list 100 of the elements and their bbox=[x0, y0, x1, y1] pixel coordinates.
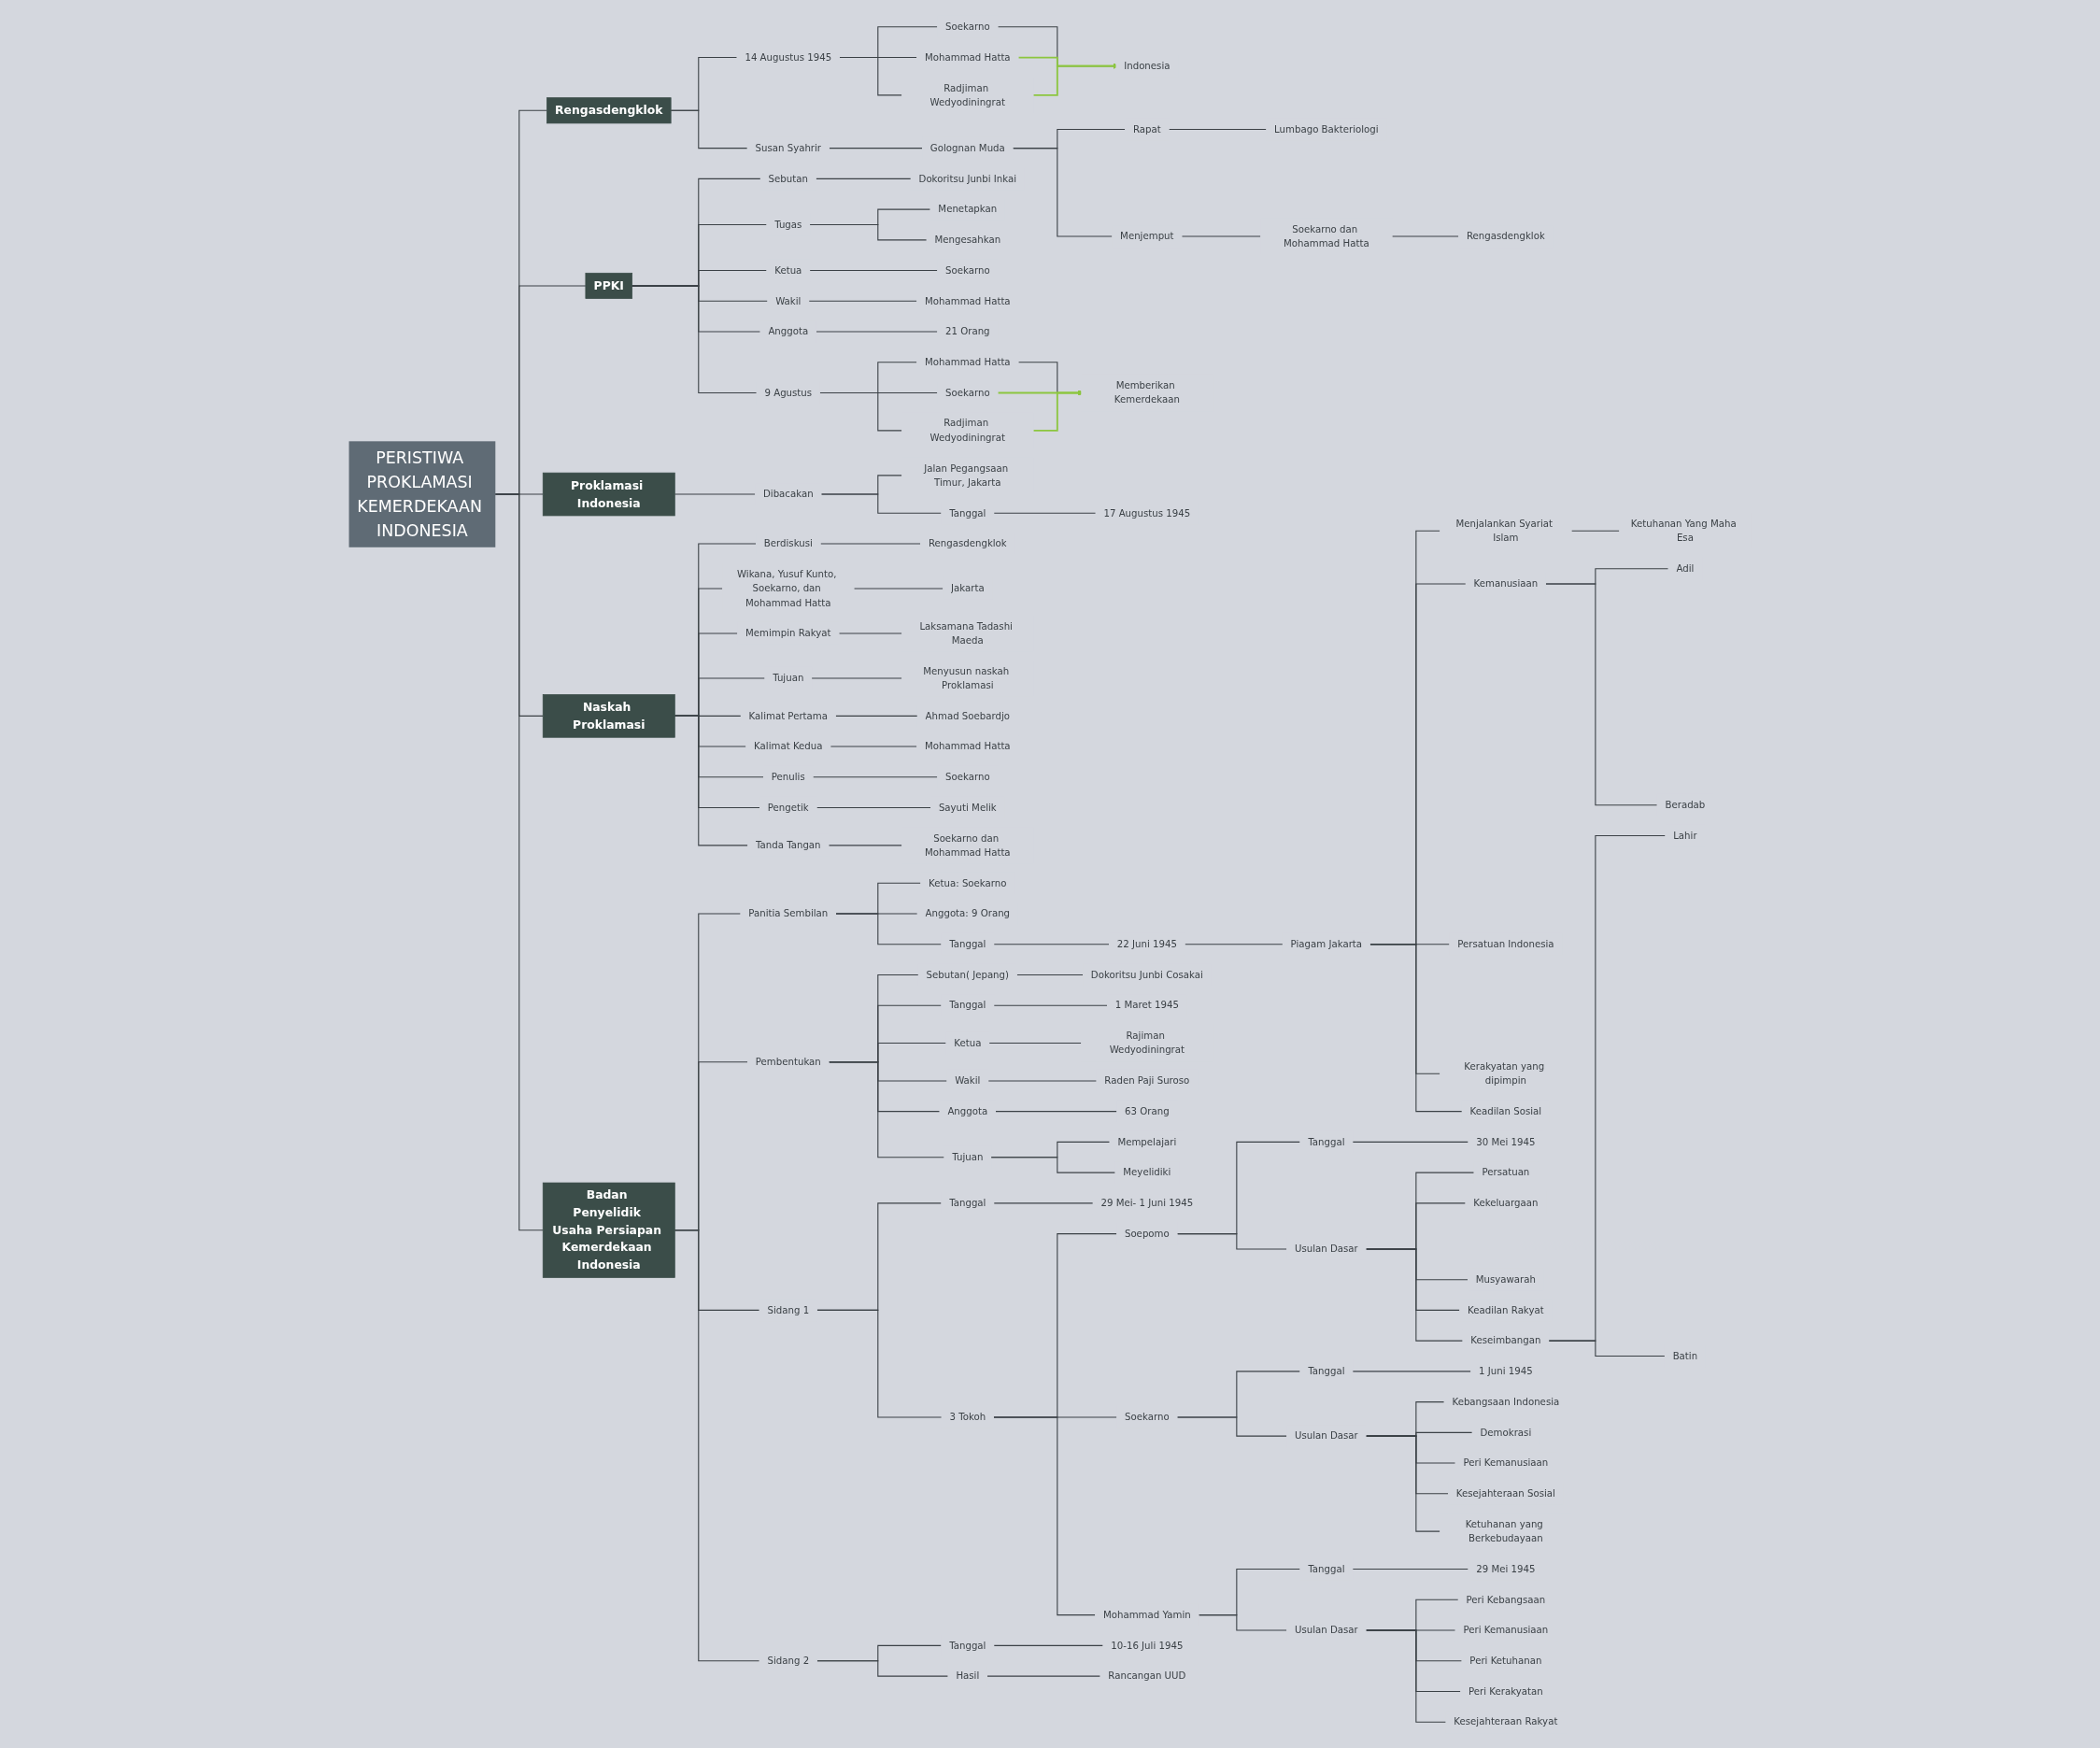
connector bbox=[835, 912, 942, 945]
connector bbox=[816, 1309, 943, 1417]
node-text: Tanggal bbox=[949, 999, 986, 1011]
connector bbox=[995, 1110, 1117, 1112]
node-text: 14 Augustus 1945 bbox=[745, 50, 832, 63]
node-text: Soekarno dan Mohammad Hatta bbox=[1284, 222, 1369, 249]
connector bbox=[830, 746, 917, 747]
connector bbox=[839, 56, 902, 95]
node-text: Raden Paji Suroso bbox=[1104, 1074, 1190, 1086]
connector bbox=[993, 1415, 1096, 1615]
node-text: 1 Maret 1945 bbox=[1114, 999, 1179, 1011]
node-text: 9 Agustus bbox=[764, 386, 813, 398]
node-box: Rengasdengklok bbox=[546, 96, 672, 123]
connector bbox=[835, 715, 918, 717]
connector bbox=[993, 1201, 1094, 1203]
node-text: Peri Ketuhanan bbox=[1469, 1655, 1542, 1666]
connector bbox=[1391, 234, 1459, 237]
node-text: Kalimat Kedua bbox=[754, 740, 823, 752]
node-text: Kemanusiaan bbox=[1473, 577, 1539, 590]
node-text: Usulan Dasar bbox=[1294, 1243, 1358, 1254]
connector bbox=[820, 493, 942, 514]
connector bbox=[674, 1229, 760, 1661]
node-text: Anggota bbox=[768, 325, 809, 336]
connector bbox=[1168, 128, 1267, 130]
connector bbox=[819, 391, 902, 431]
connector bbox=[816, 806, 931, 808]
node-text: Golognan Muda bbox=[929, 141, 1005, 153]
node-text: Meyelidiki bbox=[1123, 1166, 1171, 1178]
node-text: Tujuan bbox=[773, 672, 804, 683]
connector bbox=[1352, 1141, 1469, 1143]
node-text: Menjalankan Syariat Islam bbox=[1455, 518, 1554, 543]
node-text: Peri Kerakyatan bbox=[1469, 1684, 1543, 1697]
node-text: Laksamana Tadashi Maeda bbox=[919, 619, 1013, 646]
connector bbox=[993, 943, 1110, 945]
node-text: Jakarta bbox=[951, 582, 985, 593]
node-text: Demokrasi bbox=[1480, 1426, 1532, 1438]
connector bbox=[1570, 530, 1620, 532]
node-text: Memimpin Rakyat bbox=[745, 627, 831, 638]
node-text: Memberikan Kemerdekaan bbox=[1114, 379, 1180, 405]
node-text: Tanggal bbox=[949, 1197, 986, 1208]
node-text: Soekarno bbox=[945, 386, 990, 398]
node-text: Ketua: Soekarno bbox=[929, 876, 1007, 888]
node-text: 10-16 Juli 1945 bbox=[1111, 1639, 1184, 1651]
node-text: Ketuhanan yang Berkebudayaan bbox=[1465, 1517, 1543, 1543]
node-text: Lumbago Bakteriologi bbox=[1274, 122, 1379, 135]
connector bbox=[820, 542, 921, 544]
node-text: Dibacakan bbox=[762, 488, 814, 500]
node-text: Soekarno bbox=[1125, 1411, 1170, 1422]
node-text: Sebutan bbox=[768, 172, 808, 184]
connector bbox=[993, 1644, 1104, 1646]
node-text: Wakil bbox=[955, 1074, 981, 1086]
node-text: Musyawarah bbox=[1475, 1273, 1536, 1285]
node-text: Sebutan( Jepang) bbox=[926, 968, 1010, 980]
node-text: Pengetik bbox=[767, 801, 809, 813]
connector bbox=[838, 632, 902, 633]
connector bbox=[1352, 1370, 1471, 1371]
node-text: Kesejahteraan Sosial bbox=[1455, 1487, 1555, 1499]
node-text: Rengasdengklok bbox=[1466, 230, 1545, 241]
connector bbox=[1365, 1247, 1464, 1342]
connector bbox=[811, 676, 902, 679]
connector bbox=[828, 1060, 945, 1158]
connector bbox=[1176, 1415, 1287, 1437]
connector bbox=[809, 223, 928, 240]
node-text: Beradab bbox=[1665, 799, 1706, 810]
node-text: Rapat bbox=[1132, 122, 1161, 135]
node-text: 63 Orang bbox=[1125, 1104, 1170, 1116]
connector bbox=[812, 775, 938, 777]
connector bbox=[1365, 1628, 1447, 1723]
connector bbox=[1016, 973, 1084, 975]
node-text: Penulis bbox=[771, 771, 805, 782]
node-box: Badan Penyelidik Usaha Persiapan Kemerdekaan Indonesia bbox=[542, 1182, 675, 1278]
connector bbox=[986, 1675, 1101, 1677]
node-text: Radjiman Wedyodiningrat bbox=[929, 81, 1005, 107]
node-text: Mohammad Hatta bbox=[925, 50, 1011, 63]
node-text: Tanda Tangan bbox=[756, 839, 821, 850]
node-text: Panitia Sembilan bbox=[748, 907, 829, 918]
connector bbox=[987, 1079, 1098, 1081]
node-text: Keadilan Sosial bbox=[1469, 1104, 1542, 1116]
node-text: Tanggal bbox=[1308, 1365, 1345, 1376]
connector bbox=[1365, 1435, 1440, 1532]
node-text: Tanggal bbox=[949, 938, 986, 949]
node-text: Keseimbangan bbox=[1470, 1334, 1541, 1346]
connector bbox=[1545, 583, 1658, 805]
connector bbox=[809, 269, 938, 271]
connector bbox=[993, 1004, 1108, 1006]
node-text: Kesejahteraan Rakyat bbox=[1454, 1715, 1558, 1727]
node-text: Mohammad Hatta bbox=[925, 294, 1011, 306]
node-text: Peri Kebangsaan bbox=[1466, 1593, 1546, 1605]
connector bbox=[674, 715, 748, 846]
node-text: Sayuti Melik bbox=[938, 801, 997, 813]
node-text: Mohammad Yamin bbox=[1102, 1608, 1191, 1620]
node-text: Adil bbox=[1676, 562, 1695, 574]
connector bbox=[828, 844, 902, 846]
node-text: Menyusun naskah Proklamasi bbox=[923, 664, 1010, 690]
connector bbox=[816, 1659, 949, 1677]
node-text: Ketuhanan Yang Maha Esa bbox=[1630, 518, 1737, 543]
node-text: Rengasdengklok bbox=[928, 537, 1007, 548]
node-text: Radjiman Wedyodiningrat bbox=[929, 417, 1005, 443]
node-box: PPKI bbox=[585, 272, 632, 299]
node-text: Mempelajari bbox=[1117, 1135, 1177, 1147]
